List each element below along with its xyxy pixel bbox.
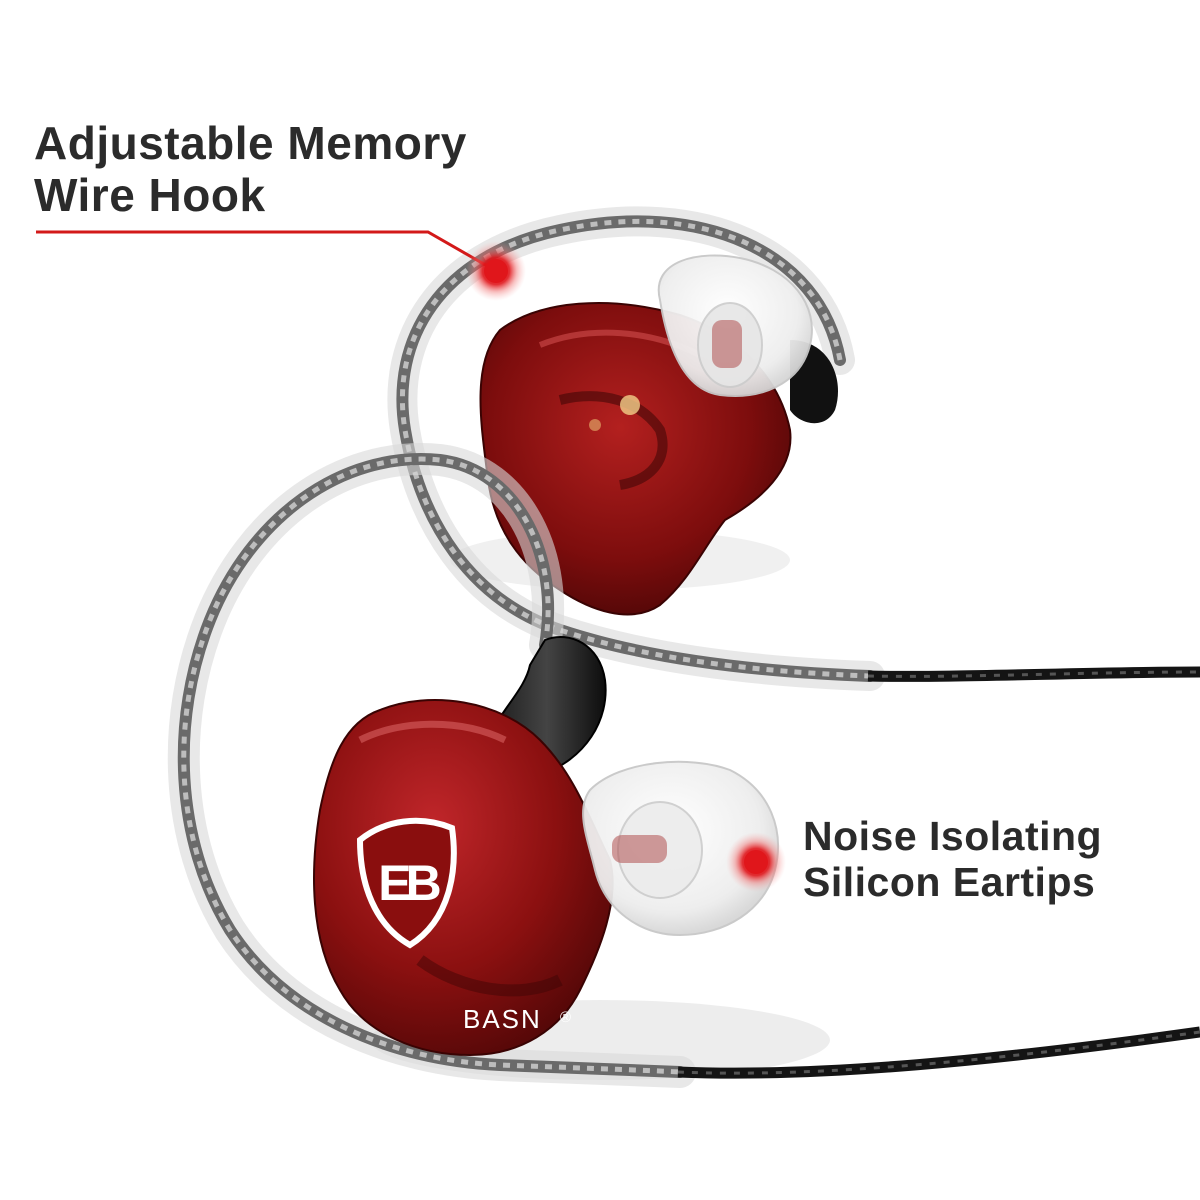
callout-line: Wire Hook (34, 168, 266, 221)
earpiece-lower: EB BASN ® (313, 635, 614, 1057)
black-cable (677, 666, 1200, 1079)
callout-marker-dot (744, 850, 768, 874)
eartip-upper (657, 254, 813, 397)
registered-symbol: ® (560, 1009, 571, 1026)
callout-line: Noise Isolating (803, 813, 1103, 859)
brand-mark-text: BASN (463, 1004, 542, 1034)
callout-memory-wire-label: Adjustable Memory Wire Hook (34, 117, 467, 221)
brand-shield-logo: EB (356, 817, 457, 949)
logo-letters: EB (378, 855, 439, 911)
memory-wire-cable-back (387, 206, 885, 691)
callout-line: Adjustable Memory (34, 117, 467, 169)
callout-leader-memory-wire (36, 230, 497, 273)
memory-wire-cable-front (167, 443, 696, 1088)
eartip-lower (582, 760, 779, 937)
callout-eartips-label: Noise Isolating Silicon Eartips (803, 813, 1103, 906)
callout-line: Silicon Eartips (803, 858, 1096, 905)
callout-marker-dot (484, 259, 508, 283)
